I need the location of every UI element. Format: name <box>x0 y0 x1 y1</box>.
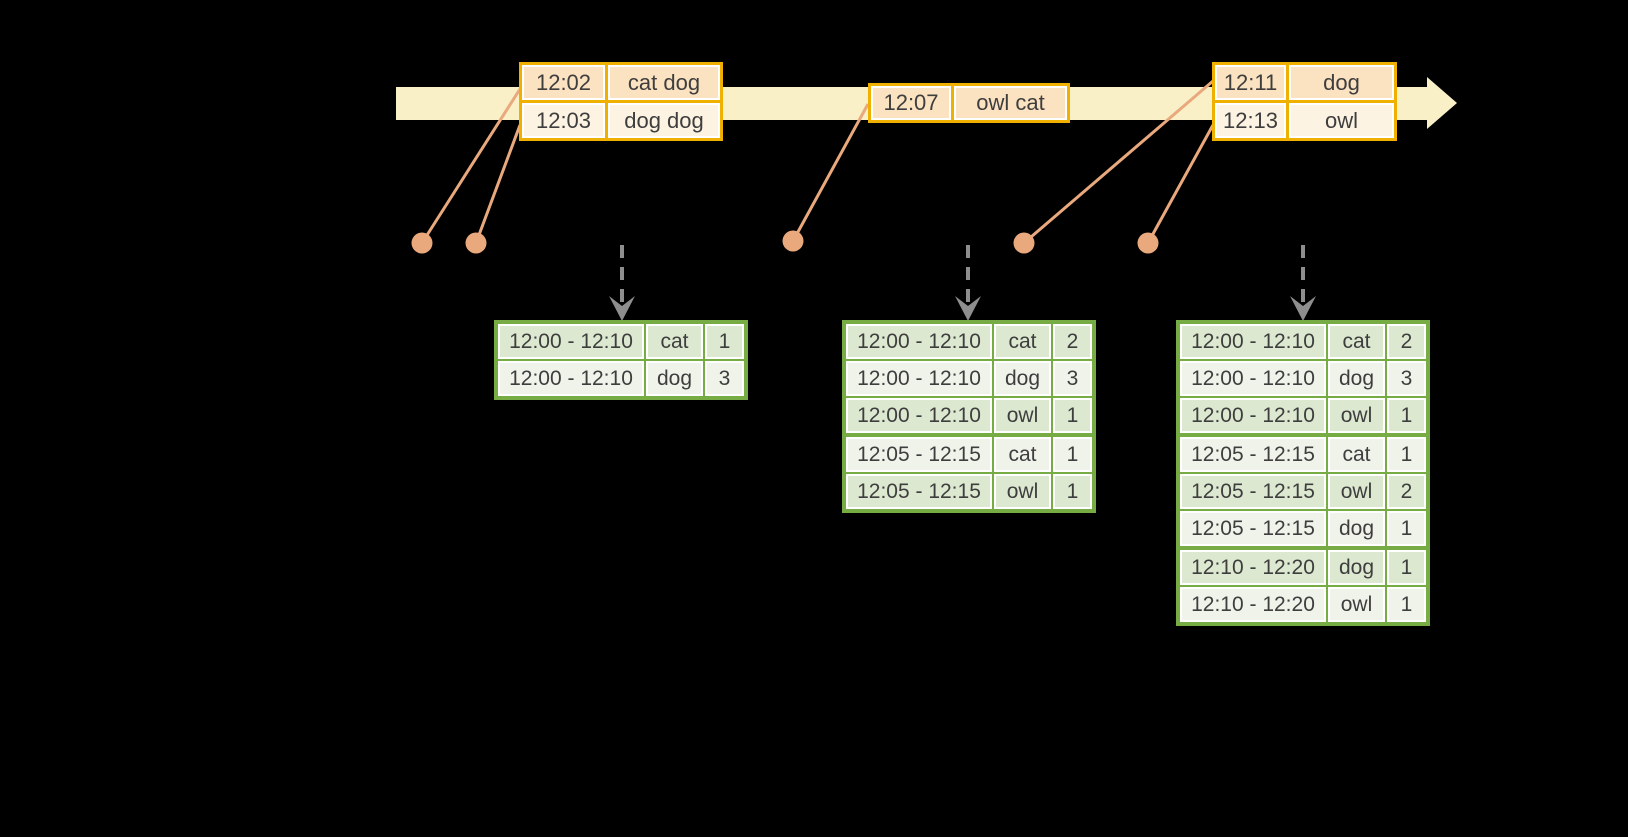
event-row: 12:03 dog dog <box>522 103 720 138</box>
window-cell: 12:05 - 12:15 <box>846 474 992 509</box>
window-cell: 12:10 - 12:20 <box>1180 587 1326 622</box>
trigger-arrowhead-icon <box>609 296 635 321</box>
leader-line <box>791 103 870 242</box>
event-table-2: 12:07 owl cat <box>868 83 1070 123</box>
count-cell: 2 <box>1387 474 1426 509</box>
count-cell: 1 <box>1387 587 1426 622</box>
result-row: 12:05 - 12:15 cat 1 <box>846 437 1092 472</box>
word-cell: dog <box>1328 511 1385 546</box>
count-cell: 3 <box>1053 361 1092 396</box>
leader-lines <box>420 79 1215 245</box>
word-cell: dog <box>1328 361 1385 396</box>
word-cell: cat <box>994 324 1051 359</box>
result-row: 12:00 - 12:10 owl 1 <box>1180 398 1426 433</box>
trigger-arrowhead-icon <box>1290 296 1316 321</box>
window-cell: 12:05 - 12:15 <box>846 437 992 472</box>
word-cell: dog <box>994 361 1051 396</box>
window-cell: 12:00 - 12:10 <box>846 324 992 359</box>
result-row: 12:00 - 12:10 cat 1 <box>498 324 744 359</box>
window-cell: 12:05 - 12:15 <box>1180 437 1326 472</box>
result-row: 12:00 - 12:10 cat 2 <box>1180 324 1426 359</box>
window-cell: 12:00 - 12:10 <box>498 324 644 359</box>
count-cell: 2 <box>1387 324 1426 359</box>
word-cell: cat <box>1328 324 1385 359</box>
window-cell: 12:00 - 12:10 <box>846 361 992 396</box>
window-cell: 12:10 - 12:20 <box>1180 550 1326 585</box>
event-dot <box>465 232 487 254</box>
trigger-arrows <box>609 245 1316 321</box>
result-table-3: 12:00 - 12:10 cat 2 12:00 - 12:10 dog 3 … <box>1176 320 1430 626</box>
result-row: 12:00 - 12:10 dog 3 <box>498 361 744 396</box>
event-row: 12:11 dog <box>1215 65 1394 100</box>
result-row: 12:05 - 12:15 owl 2 <box>1180 474 1426 509</box>
event-dot <box>782 230 804 252</box>
event-time-cell: 12:02 <box>522 65 605 100</box>
word-cell: cat <box>994 437 1051 472</box>
event-row: 12:07 owl cat <box>871 86 1067 120</box>
event-row: 12:13 owl <box>1215 103 1394 138</box>
result-row: 12:10 - 12:20 dog 1 <box>1180 550 1426 585</box>
word-cell: owl <box>994 398 1051 433</box>
window-cell: 12:00 - 12:10 <box>1180 361 1326 396</box>
event-dots <box>411 230 1159 254</box>
event-time-cell: 12:03 <box>522 103 605 138</box>
word-cell: owl <box>994 474 1051 509</box>
count-cell: 3 <box>1387 361 1426 396</box>
count-cell: 1 <box>1387 398 1426 433</box>
count-cell: 1 <box>1053 437 1092 472</box>
leader-line <box>1023 79 1214 245</box>
result-row: 12:00 - 12:10 dog 3 <box>846 361 1092 396</box>
event-words-cell: dog <box>1289 65 1394 100</box>
result-row: 12:05 - 12:15 cat 1 <box>1180 437 1426 472</box>
count-cell: 1 <box>1387 511 1426 546</box>
event-table-3: 12:11 dog 12:13 owl <box>1212 62 1397 141</box>
event-time-cell: 12:11 <box>1215 65 1286 100</box>
count-cell: 1 <box>705 324 744 359</box>
event-time-cell: 12:13 <box>1215 103 1286 138</box>
result-row: 12:00 - 12:10 owl 1 <box>846 398 1092 433</box>
result-row: 12:00 - 12:10 cat 2 <box>846 324 1092 359</box>
event-words-cell: cat dog <box>608 65 720 100</box>
leader-line <box>474 124 522 244</box>
event-time-cell: 12:07 <box>871 86 951 120</box>
result-row: 12:00 - 12:10 dog 3 <box>1180 361 1426 396</box>
count-cell: 1 <box>1387 437 1426 472</box>
event-row: 12:02 cat dog <box>522 65 720 100</box>
result-table-2: 12:00 - 12:10 cat 2 12:00 - 12:10 dog 3 … <box>842 320 1096 513</box>
result-row: 12:10 - 12:20 owl 1 <box>1180 587 1426 622</box>
leader-line <box>420 88 522 244</box>
word-cell: dog <box>1328 550 1385 585</box>
event-dot <box>411 232 433 254</box>
trigger-arrowhead-icon <box>955 296 981 321</box>
window-cell: 12:00 - 12:10 <box>1180 398 1326 433</box>
word-cell: cat <box>1328 437 1385 472</box>
result-row: 12:05 - 12:15 dog 1 <box>1180 511 1426 546</box>
result-row: 12:05 - 12:15 owl 1 <box>846 474 1092 509</box>
window-cell: 12:05 - 12:15 <box>1180 474 1326 509</box>
window-cell: 12:00 - 12:10 <box>846 398 992 433</box>
word-cell: owl <box>1328 587 1385 622</box>
window-cell: 12:00 - 12:10 <box>498 361 644 396</box>
event-words-cell: owl <box>1289 103 1394 138</box>
event-dot <box>1137 232 1159 254</box>
count-cell: 1 <box>1053 474 1092 509</box>
event-words-cell: dog dog <box>608 103 720 138</box>
count-cell: 3 <box>705 361 744 396</box>
timeline-arrowhead-icon <box>1427 77 1457 129</box>
count-cell: 1 <box>1387 550 1426 585</box>
word-cell: dog <box>646 361 703 396</box>
count-cell: 2 <box>1053 324 1092 359</box>
event-words-cell: owl cat <box>954 86 1067 120</box>
window-cell: 12:00 - 12:10 <box>1180 324 1326 359</box>
event-table-1: 12:02 cat dog 12:03 dog dog <box>519 62 723 141</box>
word-cell: owl <box>1328 398 1385 433</box>
count-cell: 1 <box>1053 398 1092 433</box>
leader-line <box>1146 124 1215 244</box>
window-cell: 12:05 - 12:15 <box>1180 511 1326 546</box>
word-cell: owl <box>1328 474 1385 509</box>
word-cell: cat <box>646 324 703 359</box>
result-table-1: 12:00 - 12:10 cat 1 12:00 - 12:10 dog 3 <box>494 320 748 400</box>
event-dot <box>1013 232 1035 254</box>
